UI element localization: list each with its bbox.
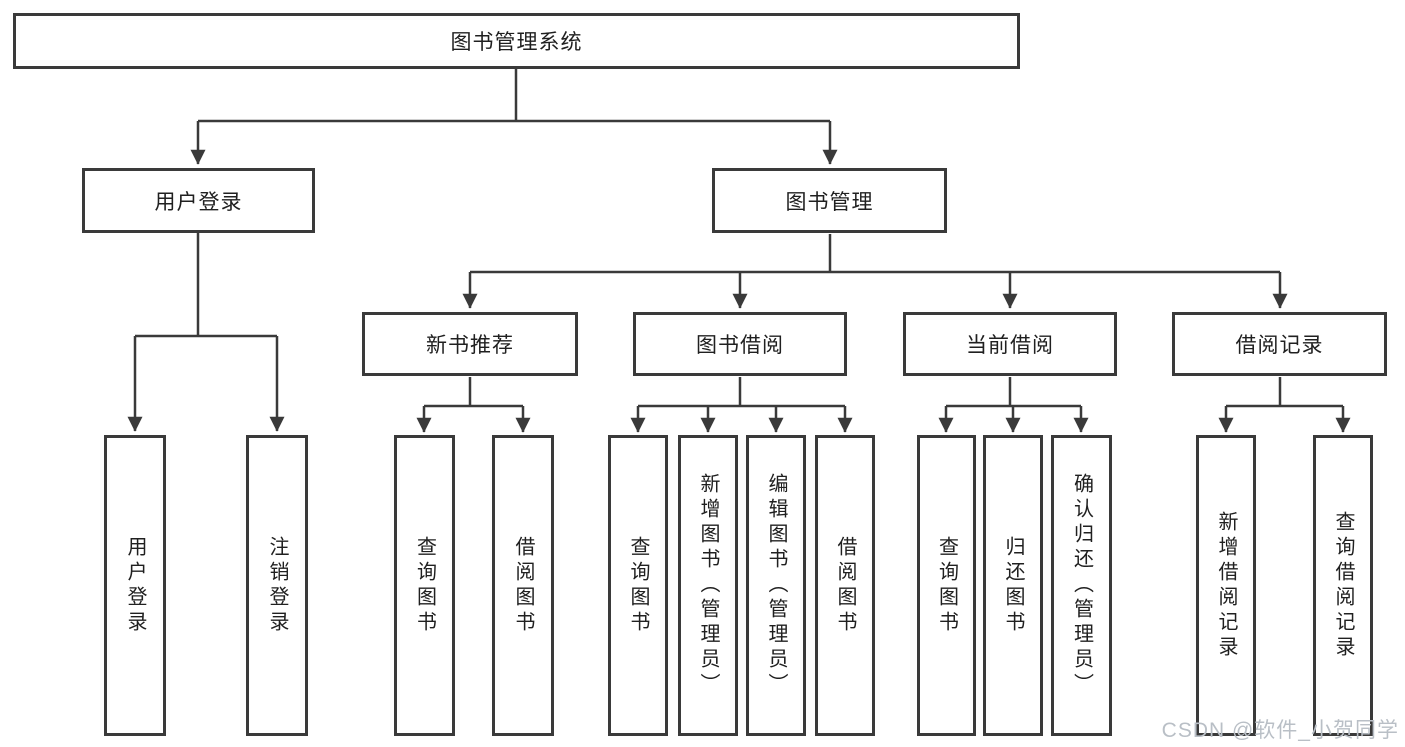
node-nb-borrow-books: 借阅图书: [492, 435, 554, 736]
node-borrowing-records: 借阅记录: [1172, 312, 1387, 376]
node-current-borrowing: 当前借阅: [903, 312, 1117, 376]
node-library-management-system: 图书管理系统: [13, 13, 1020, 69]
node-book-borrowing: 图书借阅: [633, 312, 847, 376]
node-user-login: 用户登录: [82, 168, 315, 233]
node-bb-borrow-books: 借阅图书: [815, 435, 875, 736]
node-leaf-logout: 注销登录: [246, 435, 308, 736]
csdn-watermark: CSDN @软件_小贺同学: [1161, 719, 1399, 742]
node-book-management: 图书管理: [712, 168, 947, 233]
node-leaf-user-login: 用户登录: [104, 435, 166, 736]
node-bb-query-books: 查询图书: [608, 435, 668, 736]
node-cb-query-books: 查询图书: [917, 435, 976, 736]
node-cb-return-books: 归还图书: [983, 435, 1043, 736]
node-br-query-record: 查询借阅记录: [1313, 435, 1373, 736]
node-br-add-record: 新增借阅记录: [1196, 435, 1256, 736]
node-cb-confirm-return-admin: 确认归还（管理员）: [1051, 435, 1112, 736]
node-nb-query-books: 查询图书: [394, 435, 455, 736]
node-bb-add-books-admin: 新增图书（管理员）: [678, 435, 738, 736]
node-bb-edit-books-admin: 编辑图书（管理员）: [746, 435, 806, 736]
node-new-book-recommendation: 新书推荐: [362, 312, 578, 376]
